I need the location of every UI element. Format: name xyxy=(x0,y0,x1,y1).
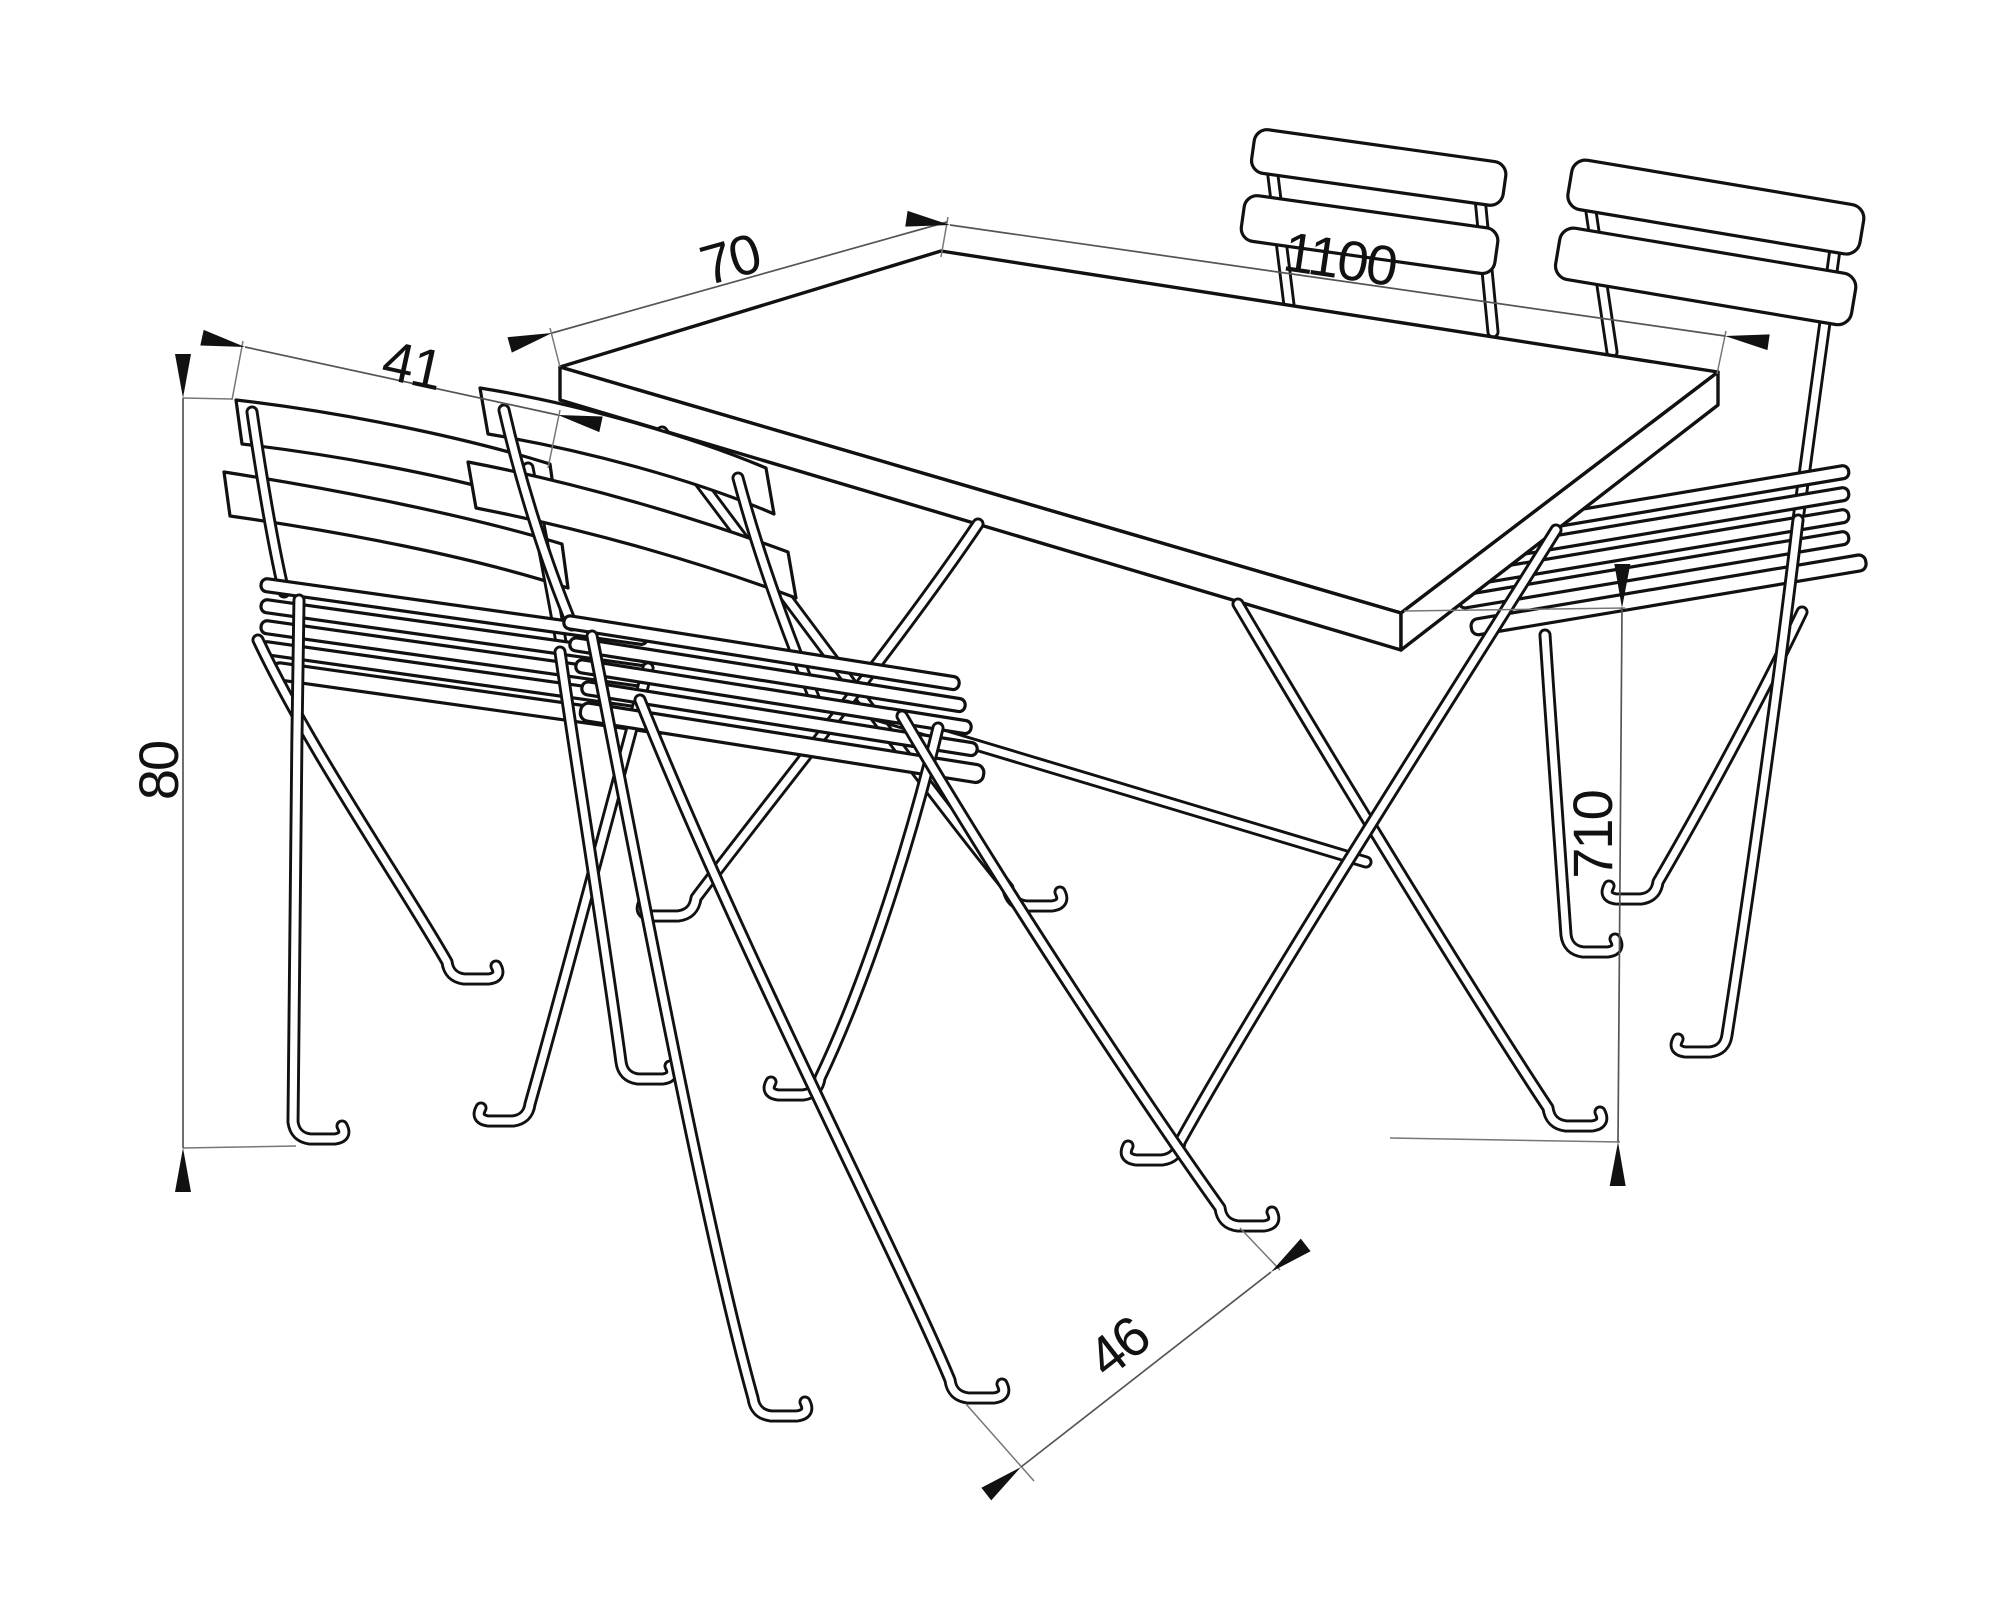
dimension-line xyxy=(200,329,603,433)
seat-slat xyxy=(568,636,967,714)
backrest-slat xyxy=(1249,128,1508,207)
extension-line xyxy=(965,1403,1035,1482)
chair-left-legs xyxy=(251,593,679,1146)
dimension-label-70: 70 xyxy=(693,221,766,297)
chair-leg-outline xyxy=(895,709,1281,1233)
extension-line xyxy=(1389,1137,1621,1143)
seat-slat xyxy=(580,680,979,758)
seat-side-rail xyxy=(1469,553,1868,637)
seat-slat xyxy=(574,658,973,736)
frame-tube xyxy=(248,408,288,596)
seat-side-rail xyxy=(578,701,986,785)
dimension-line xyxy=(1609,563,1631,1187)
table-leg xyxy=(1122,526,1560,1164)
extension-line xyxy=(1403,607,1626,612)
chair-leg xyxy=(1672,516,1802,1056)
extension-line xyxy=(549,327,561,368)
extension-line xyxy=(182,1145,297,1149)
chair-front-legs xyxy=(585,629,1281,1423)
dimension-line xyxy=(981,1238,1311,1501)
chair-leg xyxy=(765,724,942,1099)
backrest-slat xyxy=(466,460,798,600)
dimension-table-height-710: 710 xyxy=(1389,563,1631,1187)
chair-leg xyxy=(254,636,502,983)
extension-line xyxy=(182,397,233,400)
table-edge-right xyxy=(1399,370,1720,652)
seat xyxy=(259,577,669,735)
seat-slat xyxy=(562,614,961,692)
chair-leg xyxy=(556,648,676,1083)
chair-leg xyxy=(588,632,811,1420)
dimension-chair-height-80: 80 xyxy=(127,354,297,1192)
dimension-seat-depth-46: 46 xyxy=(965,1227,1311,1501)
backrest-slat xyxy=(222,470,570,590)
dimension-label-46: 46 xyxy=(1076,1304,1161,1390)
extension-line xyxy=(1239,1227,1281,1271)
dimension-line xyxy=(905,210,1770,351)
dimension-label-41: 41 xyxy=(377,328,447,402)
dimension-label-80: 80 xyxy=(127,742,190,800)
chair-leg xyxy=(289,596,348,1143)
frame-tube xyxy=(500,406,576,629)
table-leg xyxy=(1234,600,1606,1130)
extension-line xyxy=(231,340,244,401)
seat xyxy=(562,614,986,785)
extension-line xyxy=(1716,330,1727,375)
dimension-label-710: 710 xyxy=(1561,791,1624,878)
seat xyxy=(1457,464,1868,637)
dimension-back-width-41: 41 xyxy=(200,328,603,469)
chair-back-centre xyxy=(1239,128,1508,339)
chair-leg xyxy=(898,712,1278,1230)
dimension-line xyxy=(507,221,948,353)
chair-leg xyxy=(475,664,652,1125)
